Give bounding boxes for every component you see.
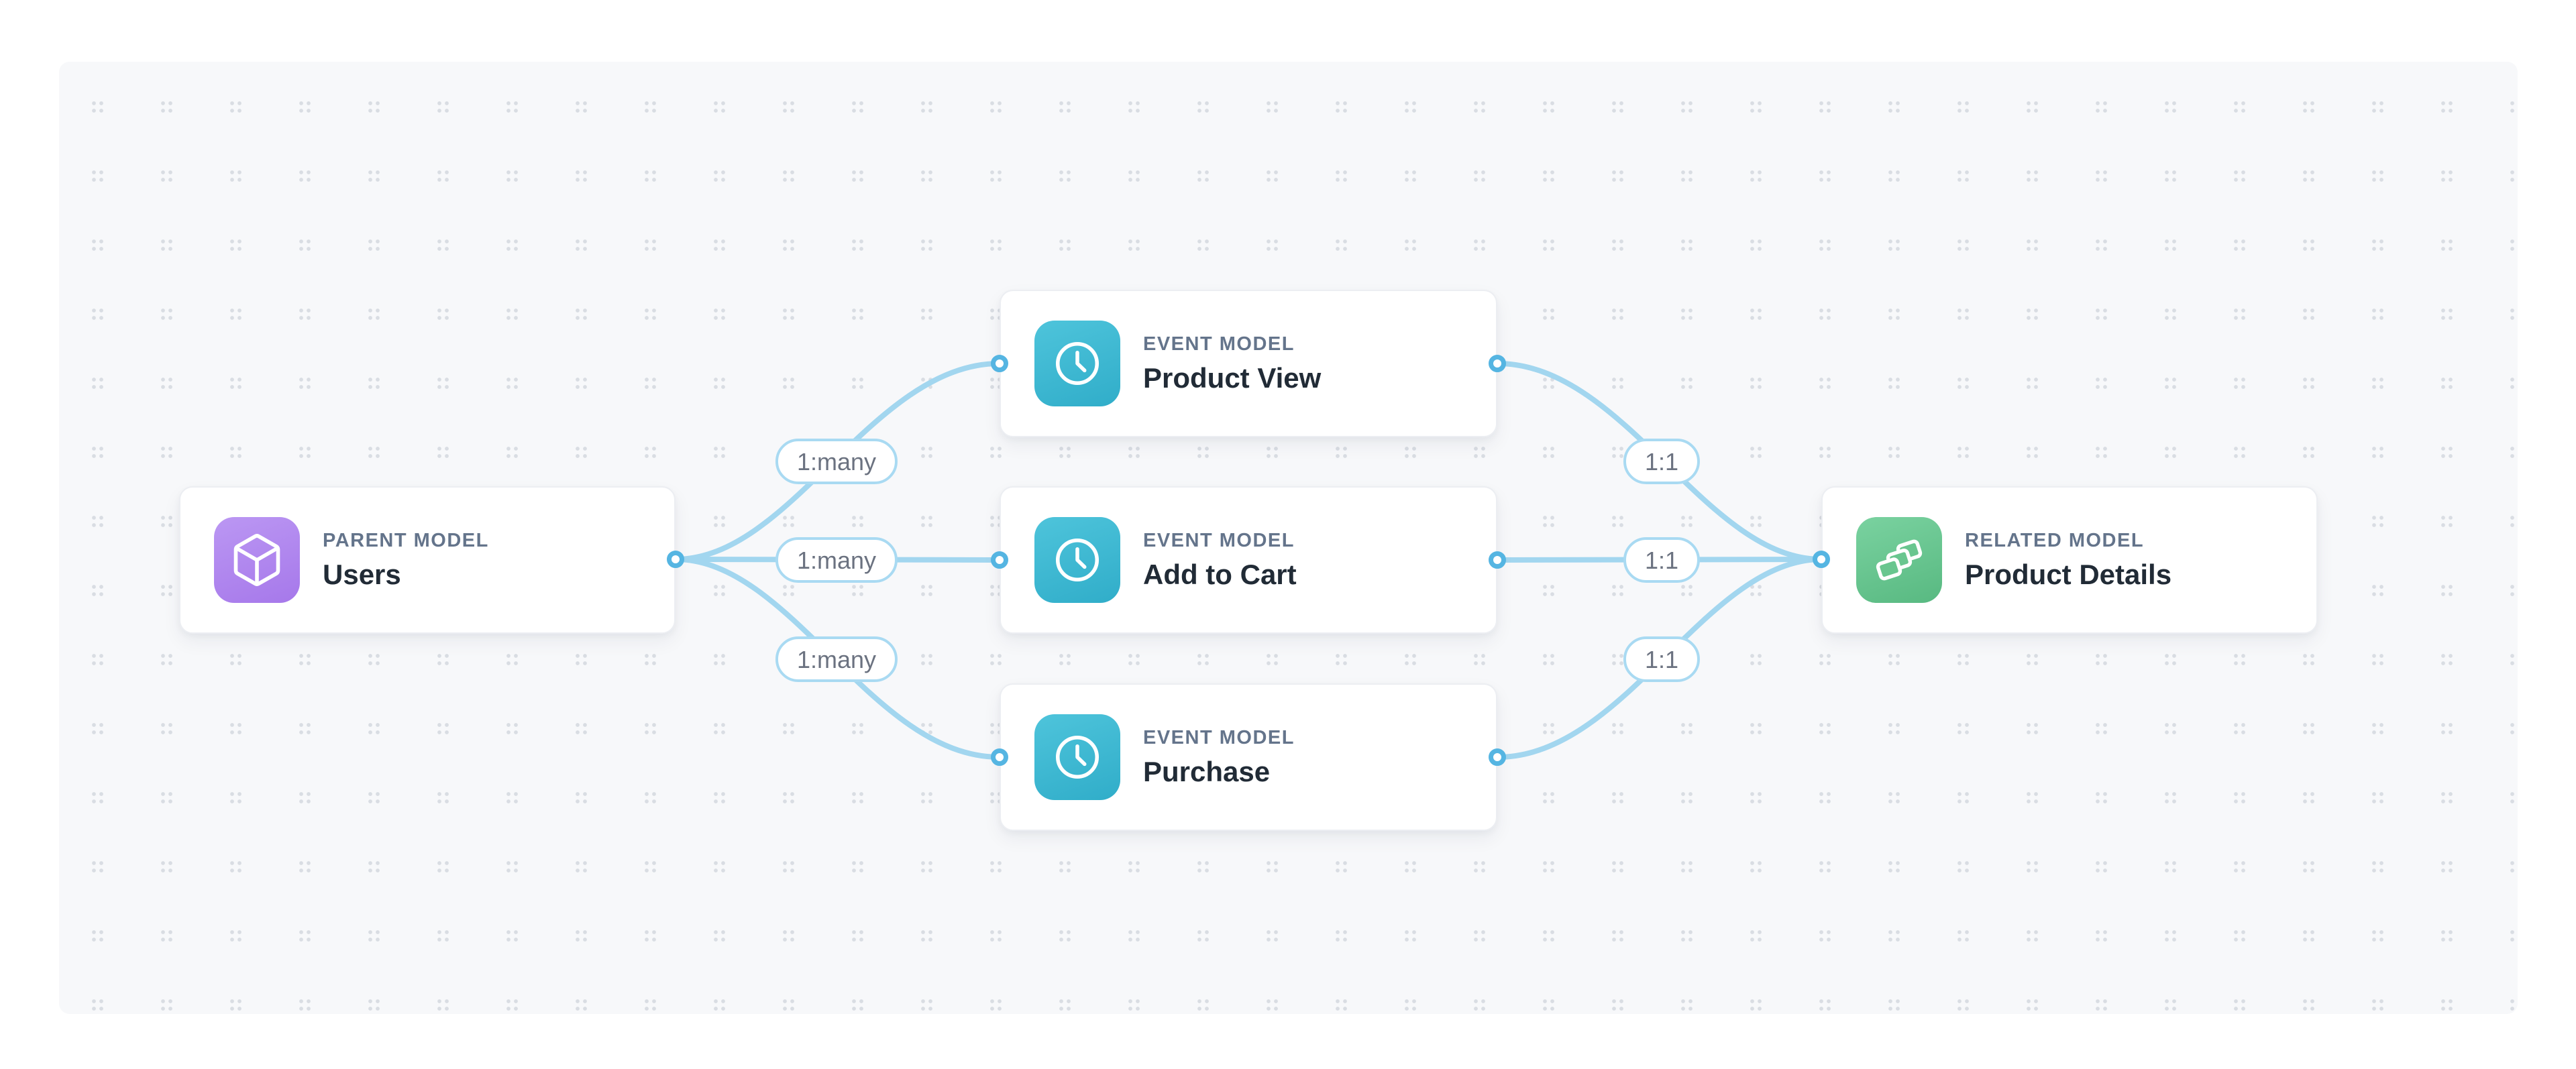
clock-icon <box>1034 321 1120 406</box>
edge-label-add-to-cart-details: 1:1 <box>1623 537 1701 583</box>
cube-icon <box>214 517 300 603</box>
connection-handle-add-to-cart-right[interactable] <box>1489 551 1506 569</box>
node-users[interactable]: PARENT MODEL Users <box>179 486 676 634</box>
connection-handle-users-right[interactable] <box>667 551 684 568</box>
node-type-label: EVENT MODEL <box>1143 726 1295 748</box>
connection-handle-add-to-cart-left[interactable] <box>991 551 1008 569</box>
edge-label-users-product-view: 1:many <box>775 439 898 484</box>
node-type-label: EVENT MODEL <box>1143 333 1295 355</box>
node-product-details[interactable]: RELATED MODEL Product Details <box>1821 486 2318 634</box>
node-name: Purchase <box>1143 755 1271 787</box>
edge-label-users-purchase: 1:many <box>775 636 898 682</box>
clock-icon <box>1034 517 1120 603</box>
node-name: Users <box>323 558 401 590</box>
node-type-label: EVENT MODEL <box>1143 529 1295 551</box>
edge-label-product-view-details: 1:1 <box>1623 439 1701 484</box>
node-type-label: PARENT MODEL <box>323 529 489 551</box>
node-product-view[interactable]: EVENT MODEL Product View <box>1000 290 1497 437</box>
node-purchase[interactable]: EVENT MODEL Purchase <box>1000 683 1497 831</box>
layers-icon <box>1856 517 1942 603</box>
node-name: Product View <box>1143 361 1322 394</box>
connection-handle-purchase-right[interactable] <box>1489 748 1506 766</box>
edge-label-users-add-to-cart: 1:many <box>775 537 898 583</box>
node-name: Add to Cart <box>1143 558 1297 590</box>
connection-handle-product-details-left[interactable] <box>1813 551 1830 568</box>
clock-icon <box>1034 714 1120 800</box>
connection-handle-purchase-left[interactable] <box>991 748 1008 766</box>
edge-label-purchase-details: 1:1 <box>1623 636 1701 682</box>
node-type-label: RELATED MODEL <box>1965 529 2145 551</box>
connection-handle-product-view-right[interactable] <box>1489 355 1506 372</box>
node-add-to-cart[interactable]: EVENT MODEL Add to Cart <box>1000 486 1497 634</box>
node-name: Product Details <box>1965 558 2172 590</box>
connection-handle-product-view-left[interactable] <box>991 355 1008 372</box>
